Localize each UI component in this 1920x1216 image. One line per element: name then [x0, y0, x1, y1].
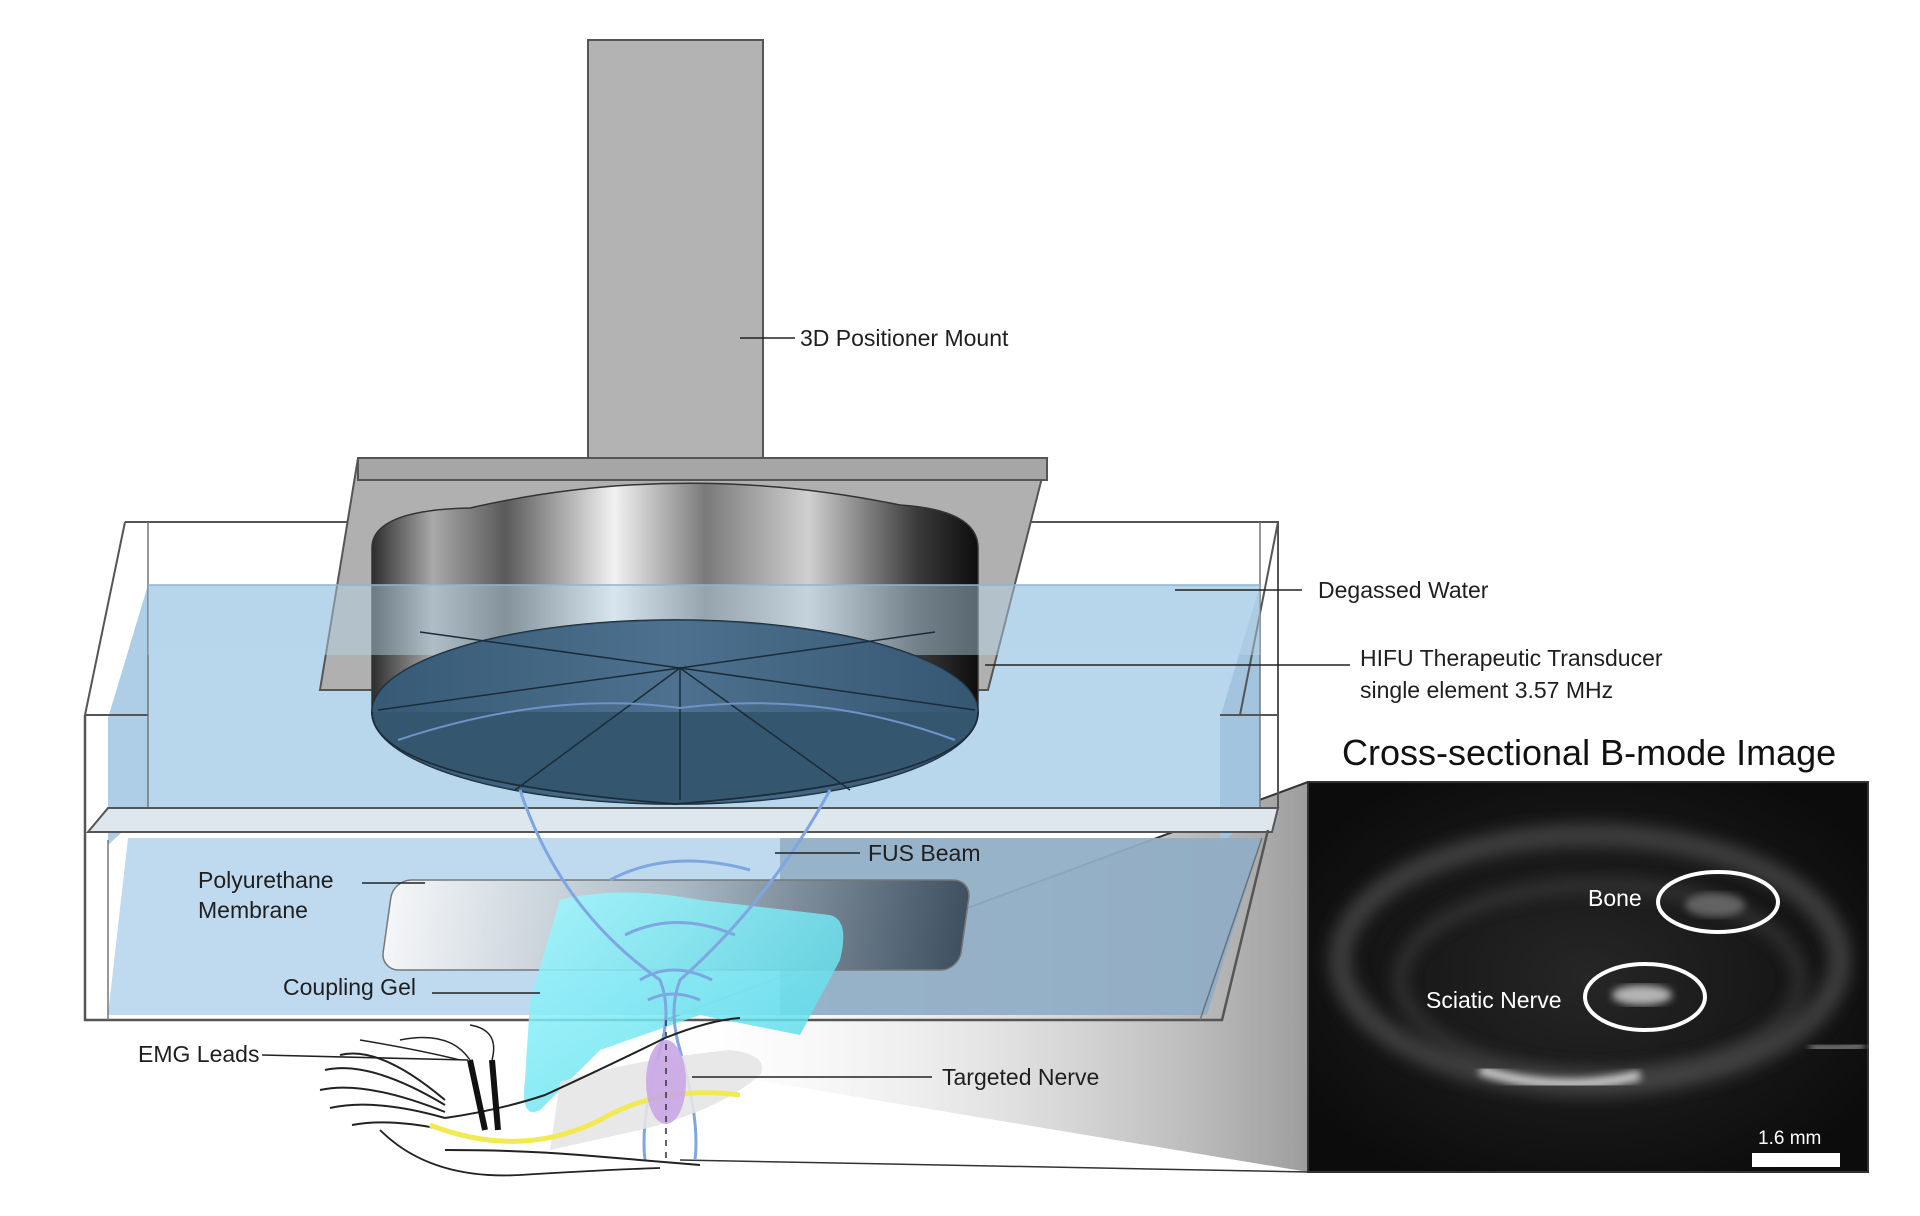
label-fus-beam: FUS Beam	[868, 840, 980, 866]
bmode-label-sciatic-nerve: Sciatic Nerve	[1426, 987, 1561, 1013]
mount-plate-edge	[357, 457, 1048, 481]
bmode-title: Cross-sectional B-mode Image	[1342, 732, 1836, 773]
lower-tank-rim	[85, 807, 1280, 833]
emg-electrode-2	[489, 1059, 501, 1131]
bmode-label-bone: Bone	[1588, 885, 1642, 911]
scale-bar-label: 1.6 mm	[1758, 1128, 1821, 1149]
label-membrane-line2: Membrane	[198, 897, 308, 923]
zoom-line-bottom	[679, 1159, 1309, 1173]
transducer-face	[371, 619, 979, 805]
bmode-panel	[1307, 781, 1869, 1173]
label-positioner: 3D Positioner Mount	[800, 325, 1009, 351]
emg-electrode-1	[467, 1059, 488, 1131]
scale-bar	[1752, 1153, 1840, 1167]
leader-lines	[261, 337, 1350, 1078]
label-emg-leads: EMG Leads	[138, 1041, 259, 1067]
sciatic-nerve-marker	[1583, 962, 1707, 1032]
label-membrane-line1: Polyurethane	[198, 867, 334, 893]
label-coupling-gel: Coupling Gel	[283, 974, 416, 1000]
coupling-gel	[524, 892, 844, 1112]
tank-front-inner-right	[1199, 837, 1263, 1021]
label-targeted-nerve: Targeted Nerve	[942, 1064, 1099, 1090]
bone-marker	[1656, 870, 1780, 934]
tank-edge-back-right	[1239, 521, 1279, 716]
label-transducer-line1: HIFU Therapeutic Transducer	[1360, 645, 1663, 671]
label-transducer-line2: single element 3.57 MHz	[1360, 677, 1613, 703]
label-water: Degassed Water	[1318, 577, 1489, 603]
tank-edge-back-left	[84, 521, 126, 716]
sciatic-nerve-path	[429, 1090, 741, 1144]
positioner-column	[587, 39, 764, 481]
